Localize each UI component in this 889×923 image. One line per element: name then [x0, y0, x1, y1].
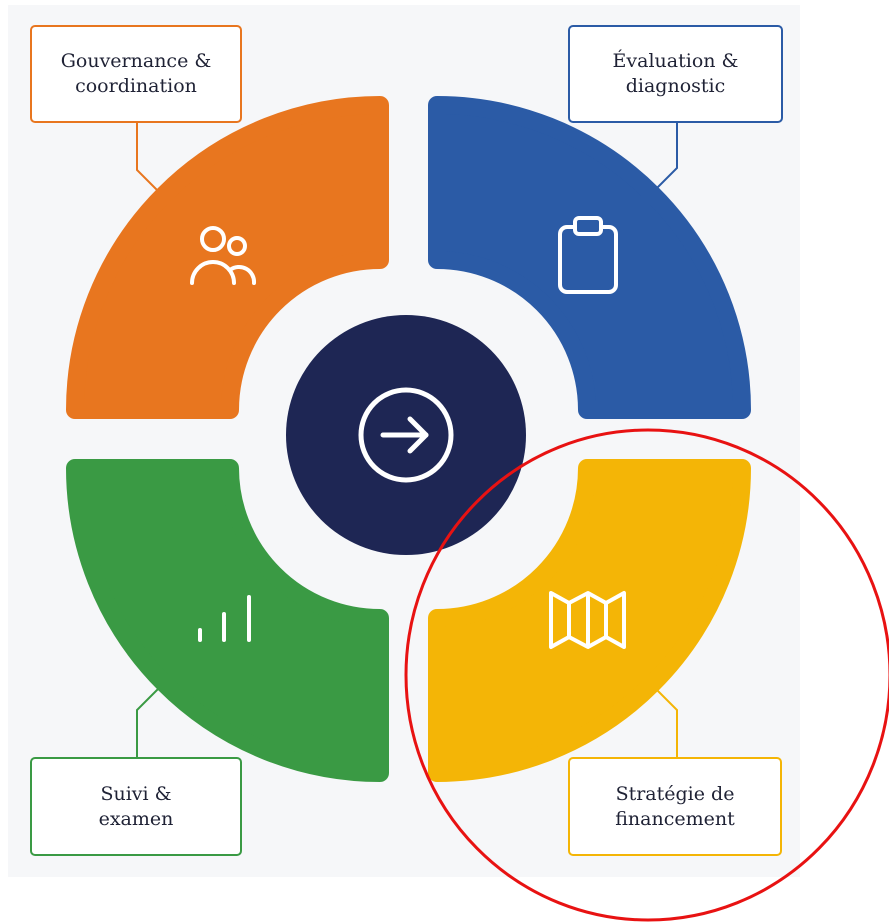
label-gouvernance: Gouvernance & coordination: [30, 25, 242, 123]
segment-suivi[interactable]: [66, 459, 389, 782]
map-icon: [549, 591, 626, 649]
clipboard-icon: [558, 216, 618, 294]
label-evaluation: Évaluation & diagnostic: [568, 25, 783, 123]
bar-chart-icon: [198, 595, 251, 642]
label-suivi: Suivi & examen: [30, 757, 242, 856]
arrow-right-circle-icon: [358, 387, 454, 483]
users-icon: [190, 226, 257, 285]
segment-evaluation[interactable]: [428, 96, 751, 419]
segment-gouvernance[interactable]: [66, 96, 389, 419]
label-strategie: Stratégie de financement: [568, 757, 782, 856]
annotation-circle: [404, 428, 889, 922]
